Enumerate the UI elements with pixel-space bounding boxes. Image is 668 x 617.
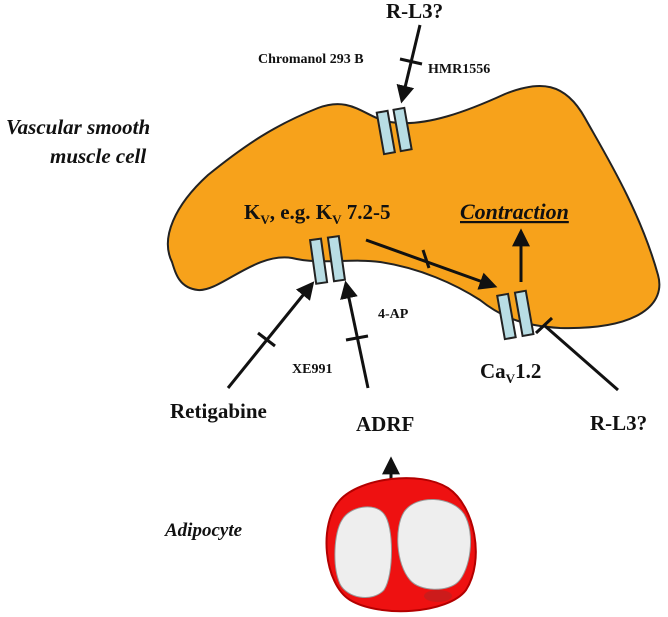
adipocyte-cell xyxy=(325,477,477,613)
cav12-channel xyxy=(496,289,535,341)
xe991-label: XE991 xyxy=(292,362,332,377)
chromanol-label: Chromanol 293 B xyxy=(258,52,364,67)
kv-channel xyxy=(308,234,347,285)
vsmc-label-line1: Vascular smooth xyxy=(6,115,150,139)
retigabine-arrow xyxy=(226,281,315,389)
kv-label: KV, e.g. KV 7.2-5 xyxy=(244,200,391,227)
xe991-4ap-inhibit-bar xyxy=(345,334,369,342)
adipocyte-lipid-droplet-right xyxy=(397,499,471,590)
adrf-label: ADRF xyxy=(356,412,414,436)
rl3-right-inhibit-line xyxy=(544,324,619,392)
vsmc-label-line2: muscle cell xyxy=(50,144,146,168)
hmr-label: HMR1556 xyxy=(428,62,490,77)
four-ap-label: 4-AP xyxy=(378,307,409,322)
rl3-top-label: R-L3? xyxy=(386,0,443,23)
adipocyte-label: Adipocyte xyxy=(164,520,243,541)
adipocyte-nucleus xyxy=(424,590,452,602)
top-ion-channel xyxy=(375,106,413,156)
smooth-muscle-cell-shape xyxy=(167,84,661,330)
kv-to-cav-inhibit-tick xyxy=(421,249,431,269)
rl3-right-inhibit-bar xyxy=(534,316,554,335)
kv-to-cav-arrow xyxy=(365,238,498,290)
adipocyte-lipid-droplet-left xyxy=(334,506,392,599)
retigabine-inhibit-tick xyxy=(257,331,276,348)
cav-label: CaV1.2 xyxy=(480,359,541,386)
adrf-arrow xyxy=(340,280,370,389)
hmr-inhibit-bar xyxy=(399,57,423,66)
retigabine-label: Retigabine xyxy=(170,399,267,423)
contraction-label: Contraction xyxy=(460,199,569,224)
rl3-right-label: R-L3? xyxy=(590,411,647,435)
